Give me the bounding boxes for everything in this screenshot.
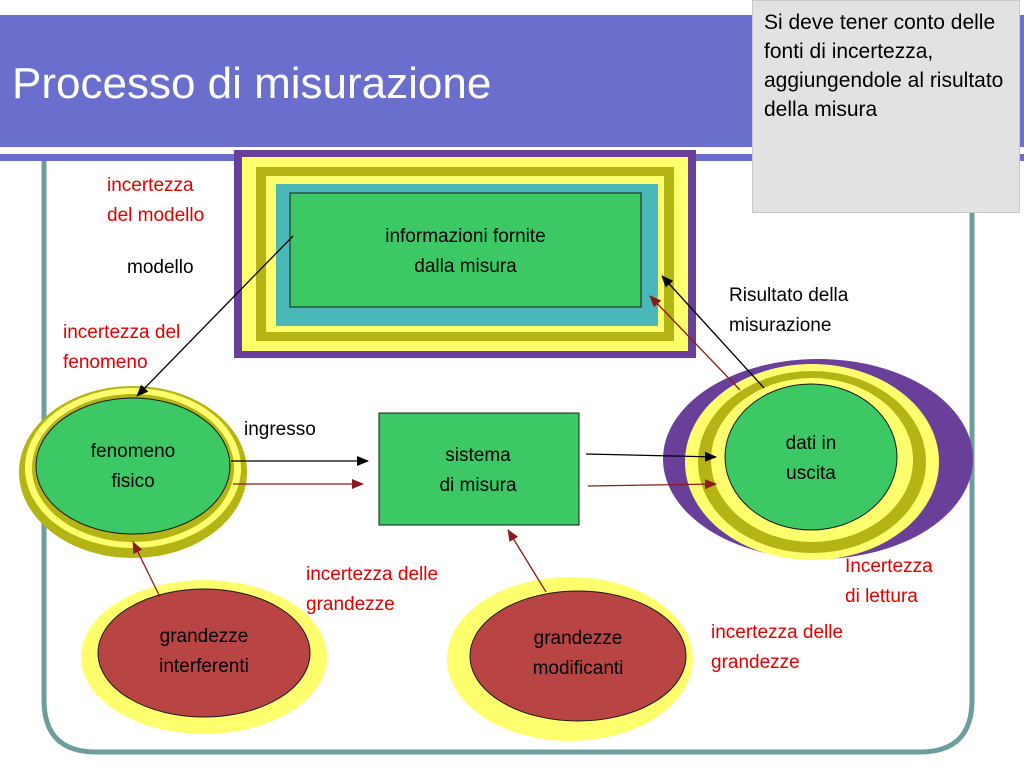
sistema-label-line-1: sistema — [445, 445, 511, 466]
incertezza-modello-line-2: del modello — [107, 205, 205, 226]
dati-label: dati in uscita — [741, 429, 881, 489]
interferenti-label: grandezze interferenti — [124, 622, 284, 682]
incertezza-fenomeno-label: incertezza del fenomeno — [63, 318, 180, 378]
fenomeno-label-line-1: fenomeno — [90, 441, 176, 462]
incertezza-fenomeno-line-1: incertezza del — [63, 322, 181, 343]
incertezza-grandezze-modificanti-line-2: grandezze — [711, 652, 800, 673]
arrow-modello-to-fenomeno — [136, 235, 294, 397]
arrow-sistema-to-dati-uncertainty — [587, 479, 717, 490]
incertezza-fenomeno-line-2: fenomeno — [63, 352, 148, 373]
dati-label-line-1: dati in — [785, 433, 837, 454]
informazioni-label: informazioni fornite dalla misura — [290, 222, 641, 282]
modificanti-node — [469, 590, 687, 722]
informazioni-box — [289, 192, 642, 308]
slide-title: Processo di misurazione — [12, 59, 492, 108]
arrow-dati-to-informazioni-uncertainty — [649, 295, 741, 391]
interferenti-node — [97, 588, 311, 718]
note-text: Si deve tener conto delle fonti di incer… — [764, 11, 1004, 121]
incertezza-grandezze-interferenti-line-2: grandezze — [306, 594, 395, 615]
sistema-label-line-2: di misura — [439, 475, 517, 496]
interferenti-label-line-1: grandezze — [159, 626, 249, 647]
note-box — [752, 0, 1020, 213]
incertezza-grandezze-modificanti-label: incertezza delle grandezze — [711, 618, 843, 678]
dati-label-line-2: uscita — [786, 463, 836, 484]
model-nested-boxes — [234, 150, 696, 358]
slide-frame — [41, 161, 975, 755]
arrow-modificanti-to-sistema — [507, 529, 547, 593]
incertezza-grandezze-interferenti-line-1: incertezza delle — [306, 564, 439, 585]
interferenti-label-line-2: interferenti — [159, 656, 249, 677]
fenomeno-node — [35, 397, 231, 535]
fenomeno-label: fenomeno fisico — [58, 437, 208, 497]
arrow-sistema-to-dati — [585, 451, 717, 462]
ingresso-label: ingresso — [244, 419, 316, 440]
incertezza-lettura-label: Incertezza di lettura — [845, 552, 933, 612]
incertezza-lettura-line-1: Incertezza — [845, 556, 933, 577]
arrow-dati-to-informazioni — [661, 275, 765, 389]
risultato-misurazione-line-1: Risultato della — [729, 285, 849, 306]
sistema-label: sistema di misura — [393, 441, 563, 501]
informazioni-label-line-2: dalla misura — [414, 256, 517, 277]
risultato-misurazione-label: Risultato della misurazione — [729, 281, 848, 341]
informazioni-label-line-1: informazioni fornite — [385, 226, 546, 247]
fenomeno-rings — [19, 386, 247, 558]
modificanti-label-line-1: grandezze — [533, 628, 623, 649]
modificanti-label: grandezze modificanti — [498, 624, 658, 684]
sistema-node — [378, 412, 580, 526]
incertezza-grandezze-interferenti-label: incertezza delle grandezze — [306, 560, 438, 620]
incertezza-modello-label: incertezza del modello — [107, 171, 204, 231]
modificanti-label-line-2: modificanti — [532, 658, 624, 679]
dati-rings — [663, 359, 973, 560]
incertezza-modello-line-1: incertezza — [107, 175, 194, 196]
risultato-misurazione-line-2: misurazione — [729, 315, 832, 336]
modello-label: modello — [127, 257, 194, 278]
dati-node — [724, 383, 898, 531]
incertezza-lettura-line-2: di lettura — [845, 586, 918, 607]
fenomeno-label-line-2: fisico — [111, 471, 155, 492]
incertezza-grandezze-modificanti-line-1: incertezza delle — [711, 622, 844, 643]
arrow-interferenti-to-fenomeno — [132, 541, 161, 598]
